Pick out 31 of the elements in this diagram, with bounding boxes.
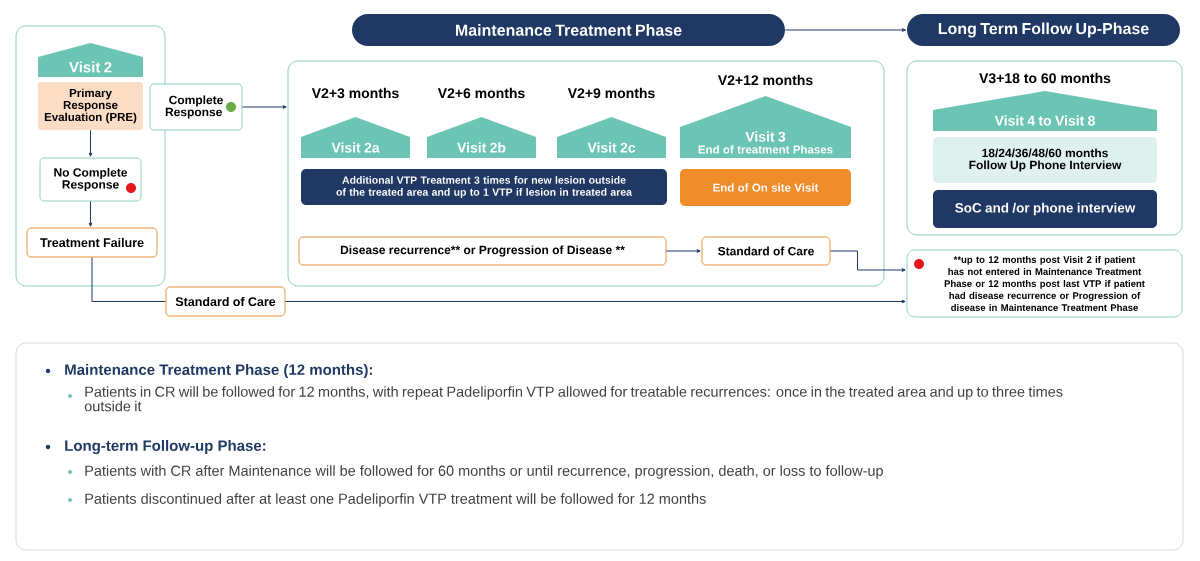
process-box: Additional VTP Treatment 3 times for new lesion outside of the treated area and up to 1 VTP if lesion in treated area — [301, 169, 667, 205]
process-box: Complete Response — [149, 83, 243, 131]
time-label: V3+18 to 60 months — [979, 72, 1111, 84]
bullet-text: Patients with CR after Maintenance will be followed for 60 months or until recurrence, progression, death, or loss to follow-up — [68, 465, 883, 479]
process-box: End of On site Visit — [680, 169, 851, 206]
bullet-text: Patients in CR will be followed for 12 months, with repeat Padeliporfin VTP allowed for treatable recurrences: once in the treated area and up to three times outside it — [68, 386, 1063, 412]
process-box: SoC and /or phone interview — [933, 190, 1157, 228]
arrow — [666, 249, 701, 253]
process-box: 18/24/36/48/60 months Follow Up Phone Interview — [933, 137, 1157, 183]
phase-header: Long Term Follow Up-Phase — [907, 14, 1180, 46]
process-box: Treatment Failure — [26, 227, 158, 258]
process-box: Primary Response Evaluation (PRE) — [38, 82, 143, 130]
process-box: No Complete Response — [39, 157, 142, 202]
bullet-heading: Long-term Follow-up Phase: — [45, 439, 266, 454]
arrow — [88, 201, 93, 227]
arrow — [88, 129, 93, 157]
time-label: V2+6 months — [437, 87, 525, 99]
process-box: Standard of Care — [701, 236, 831, 266]
arrow — [830, 250, 906, 272]
arrow — [242, 105, 287, 109]
time-label: V2+9 months — [567, 87, 655, 99]
note-box: **up to 12 months post Visit 2 if patient has not entered in Maintenance Treatment Phase or 12 months post last VTP if patient had disease recurrence or Progression of disease in Maintenance Treatment Phase — [906, 249, 1183, 318]
time-label: V2+3 months — [311, 87, 399, 99]
arrow — [784, 28, 906, 32]
process-box: Standard of Care — [165, 286, 286, 317]
process-box: Disease recurrence** or Progression of Disease ** — [298, 236, 667, 266]
phase-header: Maintenance Treatment Phase — [352, 14, 785, 46]
bullet-heading: Maintenance Treatment Phase (12 months): — [45, 364, 372, 378]
bullet-text: Patients discontinued after at least one Padeliporfin VTP treatment will be followed for 12 months — [68, 493, 706, 507]
arrow — [285, 299, 906, 304]
time-label: V2+12 months — [717, 74, 813, 86]
